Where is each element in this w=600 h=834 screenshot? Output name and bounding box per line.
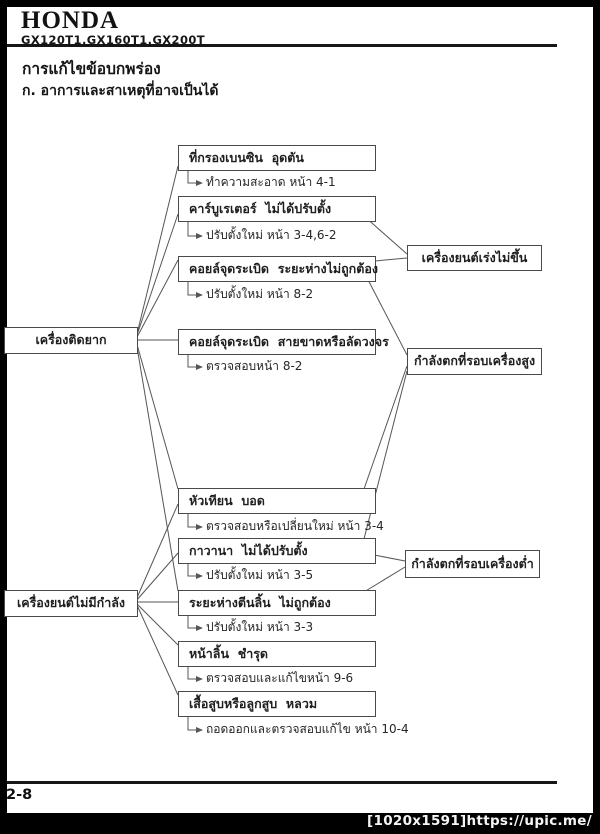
cause-action: ทำความสะอาด หน้า 4-1 bbox=[206, 175, 336, 189]
symptom-box-hard-start: เครื่องติดยาก bbox=[4, 327, 138, 354]
page-subtitle: ก. อาการและสาเหตุที่อาจเป็นได้ bbox=[22, 83, 219, 99]
outcome-label: กำลังตกที่รอบเครื่องต่ำ bbox=[411, 555, 534, 571]
outcome-box-power-drop-low-rpm: กำลังตกที่รอบเครื่องต่ำ bbox=[405, 550, 540, 578]
cause-label: เสื้อสูบหรือลูกสูบ หลวม bbox=[189, 695, 318, 711]
outcome-label: กำลังตกที่รอบเครื่องสูง bbox=[413, 353, 536, 369]
cause-action: ตรวจสอบหรือเปลี่ยนใหม่ หน้า 3-4 bbox=[206, 519, 384, 533]
outcome-box-power-drop-high-rpm: กำลังตกที่รอบเครื่องสูง bbox=[407, 348, 542, 375]
cause-action: ตรวจสอบหน้า 8-2 bbox=[206, 359, 303, 373]
cause-label: คอยล์จุดระเบิด สายขาดหรือลัดวงจร bbox=[189, 333, 389, 349]
footer-rule bbox=[7, 781, 557, 784]
header-rule bbox=[7, 44, 557, 47]
cause-box-fuel-filter: ที่กรองเบนซิน อุดตัน bbox=[178, 145, 376, 171]
arrowheads bbox=[196, 180, 203, 733]
cause-action: ถอดออกและตรวจสอบแก้ไข หน้า 10-4 bbox=[206, 722, 409, 736]
cause-label: หัวเทียน บอด bbox=[189, 492, 265, 508]
symptom-label: เครื่องติดยาก bbox=[35, 332, 107, 348]
cause-box-governor: กาวานา ไม่ได้ปรับตั้ง bbox=[178, 538, 376, 564]
cause-label: กาวานา ไม่ได้ปรับตั้ง bbox=[189, 542, 308, 558]
cause-action: ปรับตั้งใหม่ หน้า 3-5 bbox=[206, 568, 314, 582]
cause-label: คอยล์จุดระเบิด ระยะห่างไม่ถูกต้อง bbox=[189, 260, 378, 276]
cause-box-ignition-coil-gap: คอยล์จุดระเบิด ระยะห่างไม่ถูกต้อง bbox=[178, 256, 378, 282]
cause-label: คาร์บูเรเตอร์ ไม่ได้ปรับตั้ง bbox=[189, 200, 332, 216]
cause-box-carburetor: คาร์บูเรเตอร์ ไม่ได้ปรับตั้ง bbox=[178, 196, 376, 222]
cause-action: ตรวจสอบและแก้ไขหน้า 9-6 bbox=[206, 671, 354, 685]
page-title: การแก้ไขข้อบกพร่อง bbox=[22, 60, 161, 78]
model-codes: GX120T1.GX160T1.GX200T bbox=[21, 33, 206, 47]
cause-label: ที่กรองเบนซิน อุดตัน bbox=[189, 149, 304, 165]
honda-logo: HONDA bbox=[21, 7, 120, 34]
cause-label: ระยะห่างตีนลิ้น ไม่ถูกต้อง bbox=[189, 594, 331, 610]
symptom-box-no-power: เครื่องยนต์ไม่มีกำลัง bbox=[4, 590, 138, 617]
cause-action: ปรับตั้งใหม่ หน้า 3-4,6-2 bbox=[206, 228, 337, 242]
cause-box-cylinder-piston: เสื้อสูบหรือลูกสูบ หลวม bbox=[178, 691, 376, 717]
page-background bbox=[7, 7, 593, 813]
cause-box-ignition-coil-wire: คอยล์จุดระเบิด สายขาดหรือลัดวงจร bbox=[178, 329, 389, 355]
cause-box-valve-face: หน้าลิ้น ชำรุด bbox=[178, 641, 376, 667]
watermark-text: [1020x1591]https://upic.me/ bbox=[367, 813, 592, 829]
page-number: 2-8 bbox=[6, 787, 33, 803]
cause-action: ปรับตั้งใหม่ หน้า 3-3 bbox=[206, 620, 314, 634]
cause-box-valve-clearance: ระยะห่างตีนลิ้น ไม่ถูกต้อง bbox=[178, 590, 376, 616]
outcome-label: เครื่องยนต์เร่งไม่ขึ้น bbox=[421, 249, 528, 265]
cause-box-spark-plug: หัวเทียน บอด bbox=[178, 488, 376, 514]
outcome-box-no-acceleration: เครื่องยนต์เร่งไม่ขึ้น bbox=[407, 245, 542, 271]
symptom-label: เครื่องยนต์ไม่มีกำลัง bbox=[16, 595, 126, 611]
cause-label: หน้าลิ้น ชำรุด bbox=[189, 645, 269, 661]
cause-action: ปรับตั้งใหม่ หน้า 8-2 bbox=[206, 287, 314, 301]
